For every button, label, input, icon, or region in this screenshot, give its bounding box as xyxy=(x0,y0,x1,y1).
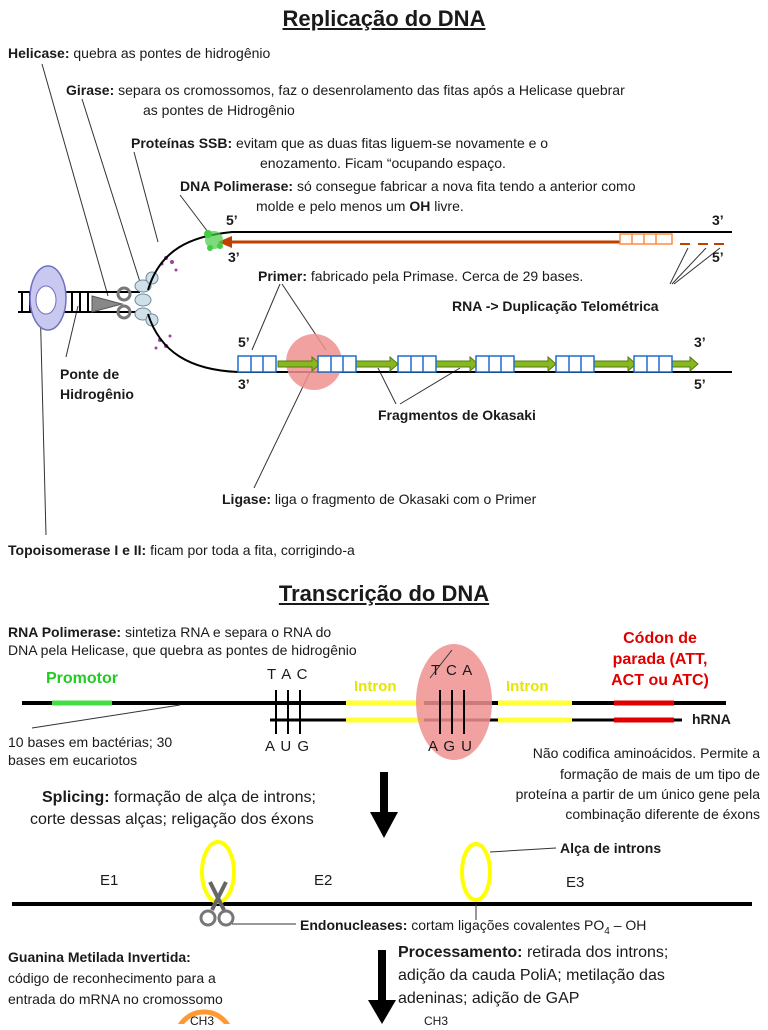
splicing-arrow xyxy=(370,772,398,838)
transcription-diagram xyxy=(22,644,726,760)
rna-duplicacao-label: RNA -> Duplicação Telométrica xyxy=(452,298,659,314)
lagging-5-end: 5’ xyxy=(694,376,706,392)
topoisomerase-label: Topoisomerase I e II: ficam por toda a f… xyxy=(8,542,355,558)
topoisomerase-shape xyxy=(29,265,67,331)
codon-agu: A G U xyxy=(428,738,474,755)
guanina-label-line3: entrada do mRNA no cromossomo xyxy=(8,991,223,1007)
helicase-label: Helicase: quebra as pontes de hidrogênio xyxy=(8,45,271,61)
processamento-arrow xyxy=(368,950,396,1024)
transcription-title: Transcrição do DNA xyxy=(278,581,490,606)
gap-circle xyxy=(178,1009,230,1024)
bottom-strand-5-end: 5’ xyxy=(238,334,250,350)
fork-strands xyxy=(147,231,732,373)
exon-e3-label: E3 xyxy=(566,874,585,891)
nao-codifica-line3: proteína a partir de um único gene pela xyxy=(515,786,760,802)
endonuclease-scissors-icon xyxy=(199,881,235,927)
girase-label: Girase: separa os cromossomos, faz o des… xyxy=(66,82,625,98)
ponte-label: Ponte de xyxy=(60,366,120,382)
polimerase-label: DNA Polimerase: só consegue fabricar a n… xyxy=(180,178,636,194)
ch3-label-1: CH3 xyxy=(190,1014,215,1028)
nao-codifica-label: Não codifica aminoácidos. Permite a xyxy=(532,745,760,761)
endonucleases-label: Endonucleases: cortam ligações covalente… xyxy=(300,917,647,937)
processamento-label: Processamento: retirada dos introns; xyxy=(398,944,669,961)
ssb-label-line2: enozamento. Ficam “ocupando espaço. xyxy=(260,155,506,171)
rna-polimerase-label-line2: DNA pela Helicase, que quebra as pontes … xyxy=(8,642,357,658)
promotor-label: Promotor xyxy=(46,670,118,687)
helicase-scissors-icon xyxy=(91,286,132,320)
girase-label-line2: as pontes de Hidrogênio xyxy=(143,102,295,118)
guanina-label-line2: código de reconhecimento para a xyxy=(8,970,216,986)
top-strand-3-end: 3’ xyxy=(712,212,724,228)
guanina-label: Guanina Metilada Invertida: xyxy=(8,949,191,965)
replication-title: Replicação do DNA xyxy=(282,6,486,31)
ssb-proteins xyxy=(134,271,159,327)
dna-polimerase-shape xyxy=(204,230,223,251)
codon-aug: A U G xyxy=(265,738,311,755)
polimerase-label-line2: molde e pelo menos um OH livre. xyxy=(256,198,464,214)
exon-e2-label: E2 xyxy=(314,872,333,889)
hrna-label: hRNA xyxy=(692,711,731,727)
okasaki-label: Fragmentos de Okasaki xyxy=(378,407,536,423)
rna-polimerase-label: RNA Polimerase: sintetiza RNA e separa o… xyxy=(8,624,332,640)
codon-tca: T C A xyxy=(431,662,474,679)
ponte-label-line2: Hidrogênio xyxy=(60,386,134,402)
ssb-label: Proteínas SSB: evitam que as duas fitas … xyxy=(131,135,549,151)
codon-parada-label: Códon de parada (ATT, ACT ou ATC) xyxy=(611,630,709,689)
leading-strand xyxy=(218,233,724,248)
nao-codifica-line4: combinação diferente de éxons xyxy=(565,806,760,822)
intron-label-2: Intron xyxy=(506,678,549,695)
exon-e1-label: E1 xyxy=(100,872,119,889)
okasaki-fragments xyxy=(237,355,699,373)
splicing-label: Splicing: formação de alça de introns; xyxy=(42,789,316,806)
ligase-label: Ligase: liga o fragmento de Okasaki com … xyxy=(222,491,537,507)
bases-label-line2: bases em eucariotos xyxy=(8,752,138,768)
primer-label: Primer: fabricado pela Primase. Cerca de… xyxy=(258,268,584,284)
processamento-line2: adição da cauda PoliA; metilação das xyxy=(398,967,665,984)
processamento-line3: adeninas; adição de GAP xyxy=(398,990,580,1007)
new-strand-5-end: 5’ xyxy=(712,249,724,265)
bottom-strand-3-end: 3’ xyxy=(694,334,706,350)
bases-label: 10 bases em bactérias; 30 xyxy=(8,734,173,750)
intron-label-1: Intron xyxy=(354,678,397,695)
new-strand-3-end: 3’ xyxy=(228,249,240,265)
pointer-lines xyxy=(39,63,721,536)
lagging-3-end: 3’ xyxy=(238,376,250,392)
codon-tac: T A C xyxy=(267,666,309,683)
nao-codifica-line2: formação de mais de um tipo de xyxy=(560,766,760,782)
ch3-label-2: CH3 xyxy=(424,1014,449,1028)
top-strand-5-end: 5’ xyxy=(226,212,238,228)
splicing-label-line2: corte dessas alças; religação dos éxons xyxy=(30,811,314,828)
alca-introns-label: Alça de introns xyxy=(560,840,662,856)
